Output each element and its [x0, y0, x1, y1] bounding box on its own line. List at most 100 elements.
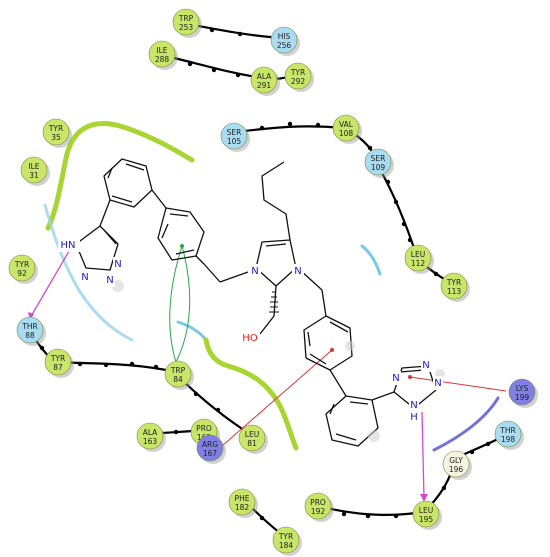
residue-tyr87-circle — [44, 348, 72, 376]
residue-ser109-number: 109 — [371, 163, 386, 172]
residue-tyr184-name: TYR — [278, 532, 293, 541]
residue-tyr184-number: 184 — [279, 541, 294, 550]
residue-gly196-circle — [442, 450, 470, 478]
residue-his256-circle — [270, 26, 298, 54]
residue-ala163-circle — [136, 422, 164, 450]
residue-leu81-circle — [238, 424, 266, 452]
residue-thr198-circle — [494, 420, 522, 448]
residue-ile31-number: 31 — [29, 171, 39, 180]
interaction-lines — [28, 244, 507, 502]
pi-cation-lys199-center — [408, 375, 412, 379]
residue-ile288-name: ILE — [156, 46, 167, 55]
residue-leu81-number: 81 — [247, 439, 257, 448]
residue-leu112-circle — [404, 244, 432, 272]
atom-hydroxyl-o: HO — [242, 333, 258, 344]
residue-tyr113-name: TYR — [446, 278, 461, 287]
residue-trp253-circle — [172, 8, 200, 36]
residue-thr88-circle — [16, 316, 44, 344]
residue-arg167-circle — [196, 434, 224, 462]
residue-tyr87-name: TYR — [50, 354, 65, 363]
imidazole-ring — [255, 239, 297, 287]
residue-tyr92-name: TYR — [14, 260, 29, 269]
residue-tyr184-circle — [272, 526, 300, 554]
residue-trp84-circle — [164, 360, 192, 388]
residue-ile31-circle — [20, 156, 48, 184]
residue-ser105-circle — [220, 122, 248, 150]
solvent-exposure-halos — [112, 280, 445, 442]
residue-leu195-name: LEU — [419, 506, 433, 515]
residue-tyr35-circle — [42, 118, 70, 146]
pi-stack-trp84-center — [180, 244, 184, 248]
pocket-blue-segment-right-bottom — [432, 396, 500, 452]
residue-ile31-name: ILE — [28, 162, 39, 171]
residue-leu112-name: LEU — [411, 250, 425, 259]
pi-stack-trp84-a — [169, 245, 183, 363]
atom-right-tetrazole-n-nh: N — [410, 400, 417, 411]
hbond-leu195-arrowhead — [420, 494, 428, 502]
hbond-thr88-tetrazole — [29, 245, 73, 319]
hbond-leu195-tetrazole — [421, 411, 425, 499]
residue-val108-number: 108 — [339, 129, 354, 138]
residue-trp253-number: 253 — [179, 23, 194, 32]
residue-thr198-name: THR — [499, 426, 515, 435]
backbone-ser105-val108 — [234, 125, 346, 134]
ligand-structure — [75, 158, 437, 447]
residue-ser109-name: SER — [371, 154, 386, 163]
residue-his256-number: 256 — [277, 41, 292, 50]
residue-thr88-number: 88 — [25, 331, 35, 340]
residue-ser105-name: SER — [227, 128, 242, 137]
pi-stack-trp84-b — [175, 245, 191, 363]
atom-right-tetrazole-h: H — [410, 412, 418, 423]
atom-right-tetrazole-n2: N — [422, 360, 429, 371]
butyl-chain — [261, 161, 291, 241]
residue-leu195-number: 195 — [419, 515, 434, 524]
residue-ile288-number: 288 — [155, 55, 170, 64]
pocket-blue-segment-right-top — [360, 244, 382, 276]
backbone-trp253-his256 — [186, 22, 284, 40]
residue-ser109-circle — [364, 148, 392, 176]
residue-val108-circle — [332, 114, 360, 142]
residue-tyr292-number: 292 — [291, 77, 306, 86]
atom-left-tetrazole-n2: N — [106, 275, 113, 286]
hydroxyl-wedge — [269, 291, 279, 313]
backbone-connections — [28, 22, 502, 538]
residue-ala163-name: ALA — [143, 428, 158, 437]
atom-imidazole-n1: N — [251, 266, 258, 277]
residue-leu195-circle — [412, 500, 440, 528]
residue-tyr92-circle — [8, 254, 36, 282]
atom-left-tetrazole-n3: N — [81, 272, 88, 283]
residue-leu81-name: LEU — [245, 430, 259, 439]
residue-tyr292-name: TYR — [290, 68, 305, 77]
right-benzene-ring — [303, 315, 353, 371]
residue-tyr35-number: 35 — [51, 133, 61, 142]
residue-pro192-number: 192 — [311, 507, 326, 516]
residue-arg167-name: ARG — [202, 440, 218, 449]
residue-thr198-number: 198 — [501, 435, 516, 444]
pocket-green-segment-left — [45, 121, 195, 231]
atom-left-tetrazole-nh: HN — [61, 240, 76, 251]
atom-labels: HN N N N N N HO N N N N H — [58, 238, 443, 424]
residue-ala291-number: 291 — [257, 81, 272, 90]
residue-trp253-name: TRP — [178, 14, 194, 23]
residue-pro192-name: PRO — [310, 498, 326, 507]
